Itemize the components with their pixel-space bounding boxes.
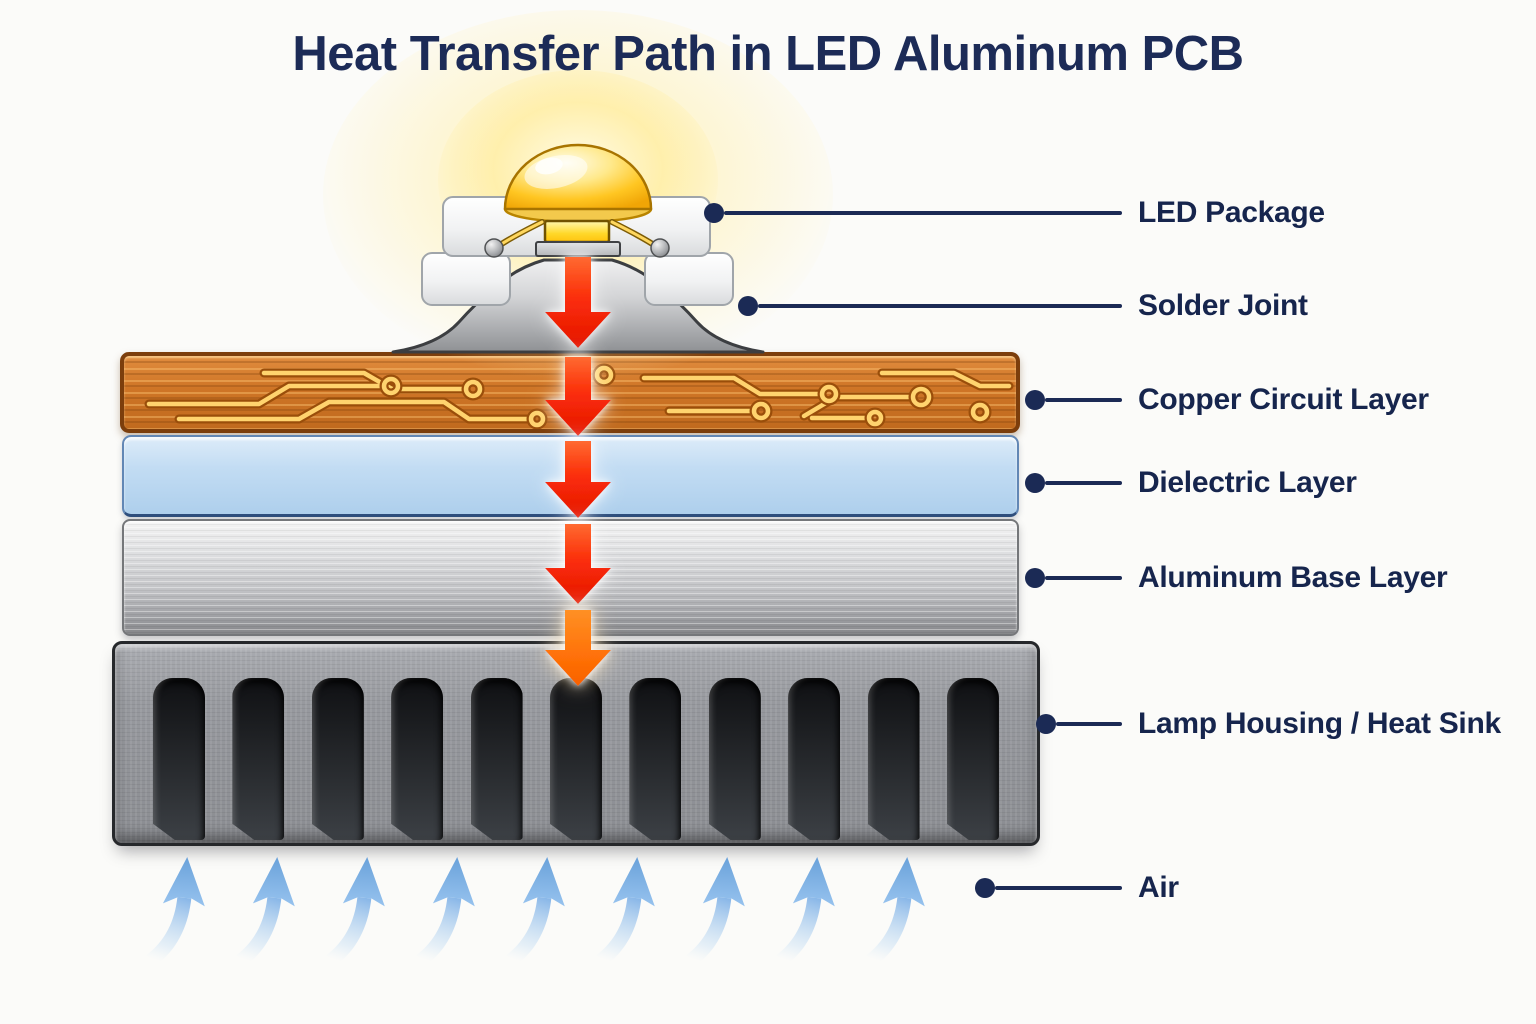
copper-circuit-layer — [120, 352, 1020, 433]
leader-line — [995, 886, 1122, 890]
leader-dot — [738, 296, 758, 316]
heat-sink-groove — [311, 678, 364, 840]
leader-dot — [1025, 390, 1045, 410]
air-arrow — [235, 854, 299, 967]
air-arrow — [865, 854, 929, 967]
leader-dot — [704, 203, 724, 223]
callout-copper-circuit: Copper Circuit Layer — [1025, 383, 1429, 417]
led-chip — [543, 219, 611, 244]
heat-sink-groove — [153, 678, 205, 840]
callout-label: Aluminum Base Layer — [1138, 561, 1448, 594]
led-package-lower-tier-left — [421, 252, 511, 306]
bond-wire-left — [494, 219, 545, 250]
leader-line — [758, 304, 1122, 308]
callout-label: Air — [1138, 871, 1179, 904]
solder-joint-shape — [391, 258, 765, 354]
air-arrow — [775, 854, 839, 967]
heat-sink-groove — [708, 678, 761, 840]
leader-line — [724, 211, 1122, 215]
heat-sink-groove — [946, 678, 999, 840]
led-package-lower-tier-right — [644, 252, 734, 306]
air-flow-arrows — [145, 854, 929, 967]
callout-lamp-housing: Lamp Housing / Heat Sink — [1036, 707, 1501, 741]
air-arrow — [325, 854, 389, 967]
aluminum-base-layer — [122, 519, 1019, 636]
bond-wire-right — [609, 219, 660, 250]
led-package-upper-tier — [442, 196, 711, 257]
bond-wire-left-gold — [495, 220, 544, 249]
air-arrow — [505, 854, 569, 967]
air-arrow — [415, 854, 479, 967]
callout-aluminum-base: Aluminum Base Layer — [1025, 561, 1448, 595]
heat-sink-groove — [232, 678, 285, 840]
led-dome — [503, 143, 653, 211]
leader-dot — [1025, 568, 1045, 588]
led-glow-core — [438, 70, 718, 290]
heat-sink-fins — [153, 678, 999, 840]
leader-line — [1056, 722, 1122, 726]
led-dome-rim — [503, 194, 653, 224]
solder-ball-left — [484, 238, 504, 258]
callout-label: LED Package — [1138, 196, 1325, 229]
leader-line — [1045, 576, 1122, 580]
heat-sink-groove — [788, 678, 841, 840]
leader-line — [1045, 481, 1122, 485]
heat-sink-groove — [470, 678, 523, 840]
heat-sink — [112, 641, 1040, 846]
solder-ball-right — [650, 238, 670, 258]
callout-solder-joint: Solder Joint — [738, 289, 1308, 323]
callout-led-package: LED Package — [704, 196, 1325, 230]
air-arrow — [595, 854, 659, 967]
heat-sink-groove — [391, 678, 444, 840]
leader-dot — [1036, 714, 1056, 734]
heat-sink-groove — [629, 678, 682, 840]
heat-sink-groove — [549, 678, 602, 840]
callout-label: Dielectric Layer — [1138, 466, 1357, 499]
callout-label: Lamp Housing / Heat Sink — [1138, 707, 1501, 740]
heat-arrow — [545, 257, 611, 348]
led-substrate — [535, 241, 621, 257]
bond-wire-right-gold — [610, 220, 659, 249]
page-title: Heat Transfer Path in LED Aluminum PCB — [292, 27, 1244, 81]
leader-dot — [975, 878, 995, 898]
callout-label: Solder Joint — [1138, 289, 1308, 322]
leader-dot — [1025, 473, 1045, 493]
air-arrow — [685, 854, 749, 967]
dielectric-layer — [122, 435, 1019, 517]
air-arrow — [145, 854, 209, 967]
copper-traces — [144, 363, 1014, 429]
heat-sink-groove — [867, 678, 920, 840]
callout-label: Copper Circuit Layer — [1138, 383, 1429, 416]
led-dome-highlight-core — [535, 157, 563, 175]
leader-line — [1045, 398, 1122, 402]
callout-dielectric: Dielectric Layer — [1025, 466, 1357, 500]
led-dome-highlight — [524, 154, 588, 190]
callout-air: Air — [975, 871, 1179, 905]
